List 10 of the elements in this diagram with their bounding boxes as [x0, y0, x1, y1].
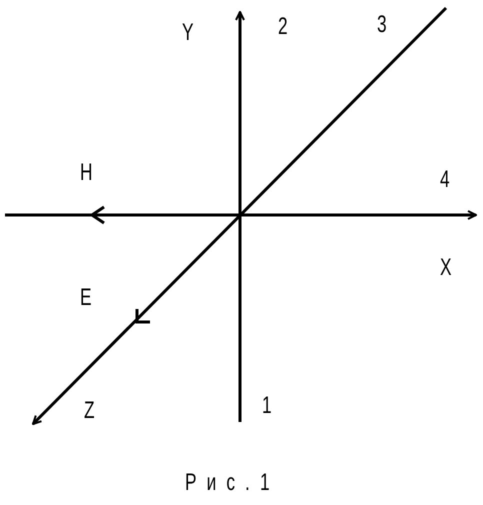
callout-number: 2	[278, 14, 288, 40]
axis-label: Y	[182, 20, 194, 46]
vector-label: E	[80, 285, 92, 311]
axis-label: X	[440, 255, 452, 281]
axis-label: Z	[84, 398, 95, 424]
figure-caption: Рис.1	[185, 470, 280, 496]
callout-number: 1	[262, 393, 272, 419]
vector-label: H	[80, 160, 92, 186]
callout-number: 3	[377, 12, 387, 38]
callout-number: 4	[440, 167, 450, 193]
